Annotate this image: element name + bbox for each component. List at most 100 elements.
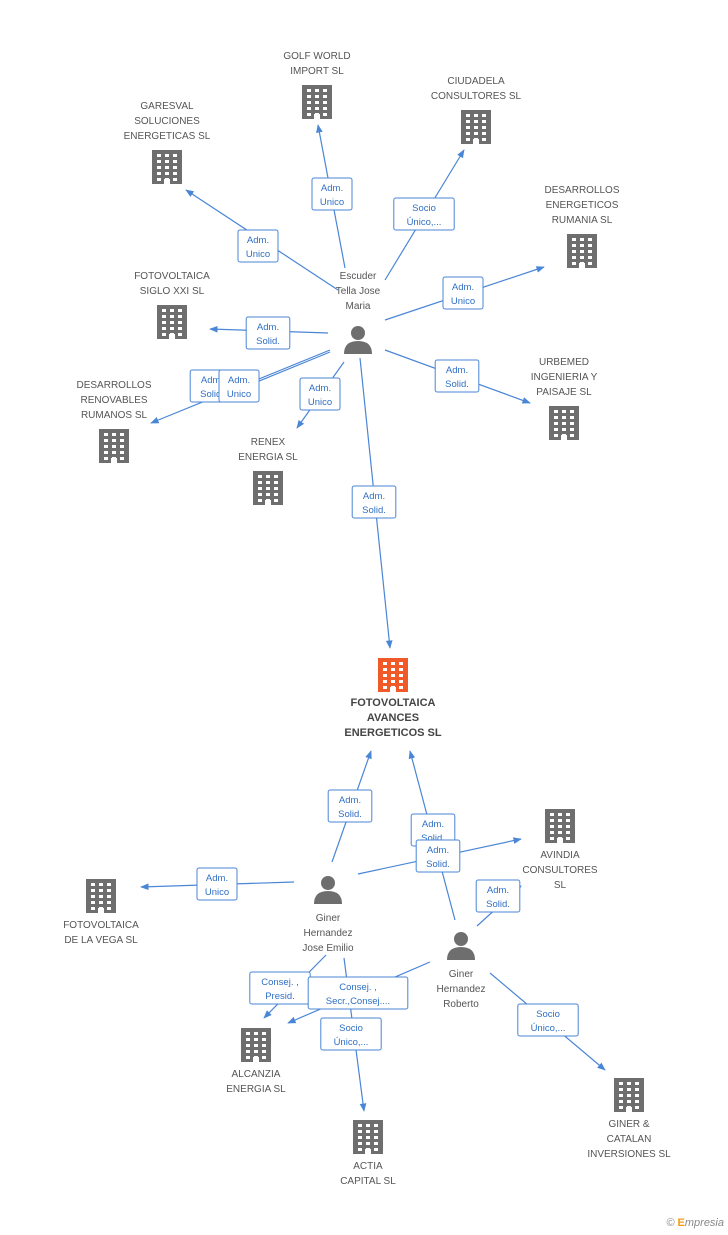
edge-label-text: Adm. [363,491,385,502]
node-label: DESARROLLOS [76,380,151,391]
node-label: AVINDIA [540,850,580,861]
edge-label-text: Unico [451,296,475,307]
node-label: Roberto [443,999,479,1010]
node-label: Hernandez [304,928,353,939]
company-node-main[interactable]: FOTOVOLTAICA AVANCES ENERGETICOS SL [344,658,442,739]
node-label: RENOVABLES [80,395,147,406]
edge-label-text: Unico [227,389,251,400]
node-label: SL [554,880,567,891]
building-icon [99,429,129,463]
building-icon [461,110,491,144]
edge-label-text: Adm. [309,383,331,394]
node-label: SIGLO XXI SL [140,286,205,297]
company-node-desrumania[interactable]: DESARROLLOS ENERGETICOS RUMANIA SL [544,185,620,268]
node-label: Hernandez [437,984,486,995]
node-label: ENERGIA SL [238,452,298,463]
edge-label-text: Socio [536,1009,560,1020]
edge-label-text: Consej. , [261,977,299,988]
company-node-avindia[interactable]: AVINDIA CONSULTORES SL [522,809,598,891]
node-label: PAISAJE SL [536,387,592,398]
node-label: Giner [449,969,474,980]
edge-label-box [307,976,409,1010]
edge-label-text: Socio [339,1023,363,1034]
node-label: INVERSIONES SL [587,1149,671,1160]
edge-label[interactable]: SocioÚnico,... [320,1017,382,1051]
edge-label-box [196,867,238,901]
edge-label-text: Adm. [228,375,250,386]
edge-label-text: Unico [308,397,332,408]
edge-label[interactable]: Adm. Solid. [415,839,461,873]
edge-label-box [475,879,521,913]
node-label: CAPITAL SL [340,1176,396,1187]
edge-label[interactable]: SocioÚnico,... [393,197,455,231]
edge-label-text: Socio [412,203,436,214]
edge-label[interactable]: Adm.Unico [237,229,279,263]
edge-label-text: Adm. [446,365,468,376]
edge-label[interactable]: Consej. , Secr.,Consej.... [307,976,409,1010]
building-icon [157,305,187,339]
edge-label[interactable]: Adm.Unico [311,177,353,211]
edge-label[interactable]: Adm.Unico [196,867,238,901]
node-label: CONSULTORES [522,865,598,876]
edge-label[interactable]: Consej. ,Presid. [249,971,311,1005]
edge-label-text: Adm. [247,235,269,246]
building-icon [241,1028,271,1062]
edge-label-text: Solid. [338,809,362,820]
edge-label[interactable]: Adm. Unico [299,377,341,411]
node-label: FOTOVOLTAICA [63,920,139,931]
edge-label-text: Solid. [445,379,469,390]
person-icon [447,932,475,960]
edge-label-text: Solid. [200,389,224,400]
edge-label-box [434,359,480,393]
building-icon [549,406,579,440]
edge-label[interactable]: Adm.Solid. [245,316,291,350]
edge-label-text: Secr.,Consej.... [326,996,390,1007]
building-icon [152,150,182,184]
edge-label[interactable]: Adm. Unico [218,369,260,403]
node-label: ENERGETICOS [546,200,619,211]
edge-label[interactable]: Adm. Solid. [434,359,480,393]
node-label: Giner [316,913,341,924]
edge-label-text: Consej. , [339,982,377,993]
edge-label-text: Adm. [427,845,449,856]
edge-label-text: Único,... [407,217,442,228]
building-icon [614,1078,644,1112]
node-label: ENERGETICOS SL [344,727,441,739]
edge-label-box [351,485,397,519]
edge-label[interactable]: Adm.Solid. [327,789,373,823]
edge-label[interactable]: Adm.Unico [442,276,484,310]
building-icon [302,85,332,119]
node-label: FOTOVOLTAICA [351,697,436,709]
edge-label-text: Solid. [426,859,450,870]
edge-label-box [320,1017,382,1051]
node-label: DESARROLLOS [544,185,619,196]
node-label: CATALAN [607,1134,652,1145]
edge-label[interactable]: SocioÚnico,... [517,1003,579,1037]
node-label: Maria [345,301,370,312]
node-label: AVANCES [367,712,419,724]
brand-footer: © Empresia [666,1217,724,1229]
edge-label-text: Único,... [531,1023,566,1034]
node-label: ALCANZIA [232,1069,281,1080]
node-label: SOLUCIONES [134,116,200,127]
edge-label-text: Solid. [256,336,280,347]
edge-label[interactable]: Adm.Solid. [475,879,521,913]
edge-label-box [327,789,373,823]
edge-label[interactable]: Adm.Solid. [351,485,397,519]
node-label: RUMANIA SL [552,215,613,226]
